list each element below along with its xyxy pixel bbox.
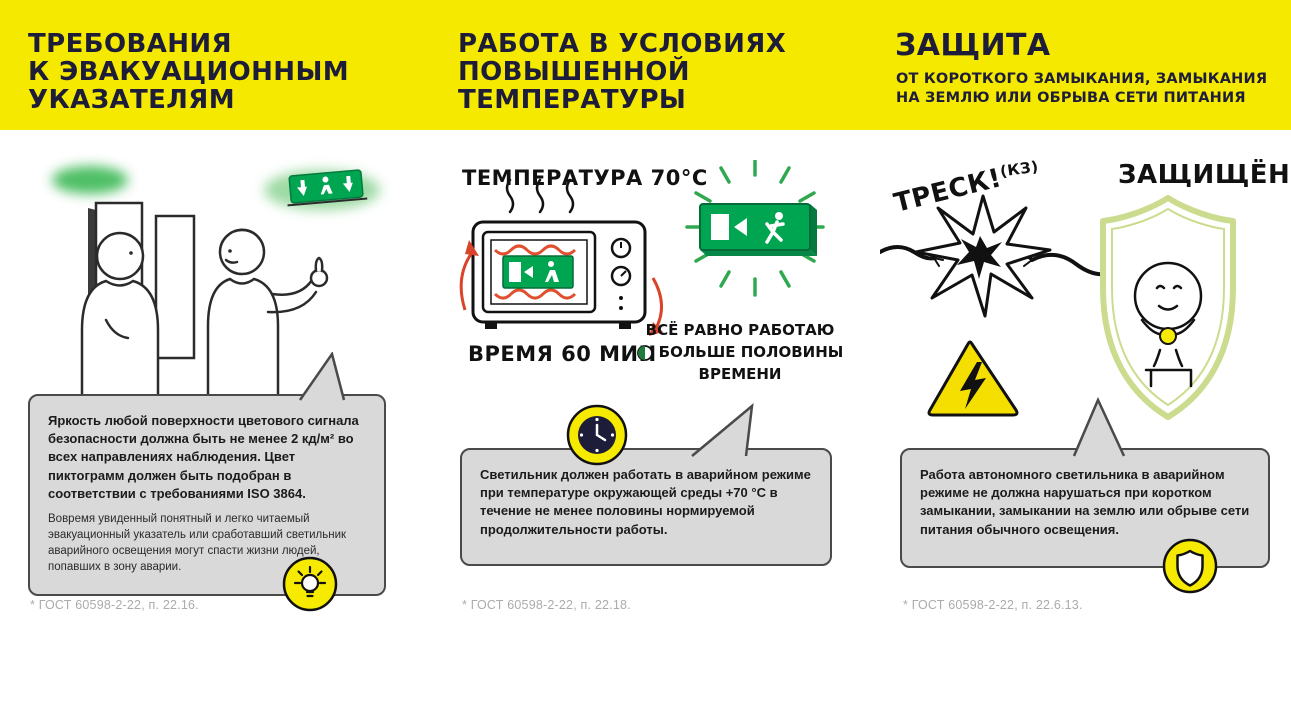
title-line: ТЕМПЕРАТУРЫ: [458, 85, 687, 116]
footnote-gost-2: * ГОСТ 60598-2-22, п. 22.18.: [462, 598, 631, 612]
footnote-gost-3: * ГОСТ 60598-2-22, п. 22.6.13.: [903, 598, 1083, 612]
protection-shield-icon: [1100, 195, 1236, 420]
temperature-label: ТЕМПЕРАТУРА 70°C: [462, 166, 708, 190]
title-line: УКАЗАТЕЛЯМ: [28, 85, 235, 116]
exit-sign: [287, 169, 368, 207]
exit-sign-in-microwave: [502, 255, 574, 289]
bubble2-tail: [691, 403, 754, 457]
caption-line3: ВРЕМЕНИ: [698, 364, 782, 383]
electric-warning-triangle-icon: [927, 340, 1019, 417]
red-arrows: [459, 240, 663, 336]
clock-icon: [566, 404, 628, 466]
still-working-caption: ВСЁ РАВНО РАБОТАЮ БОЛЬШЕ ПОЛОВИНЫ ВРЕМЕН…: [634, 320, 846, 385]
bubble-bold-text: Работа автономного светильника в аварийн…: [920, 467, 1250, 537]
person-right: [206, 228, 329, 398]
door-frames: [88, 201, 196, 360]
spark-star-icon: [914, 194, 1052, 318]
bubble-high-temperature: Светильник должен работать в аварийном р…: [460, 448, 832, 566]
subtitle-line: НА ЗЕМЛЮ ИЛИ ОБРЫВА СЕТИ ПИТАНИЯ: [896, 89, 1246, 106]
high-temperature-scene-illustration: [459, 160, 825, 336]
title-line: РАБОТА В УСЛОВИЯХ: [458, 29, 787, 59]
heat-squiggles: [505, 178, 575, 214]
time-label: ВРЕМЯ 60 МИН: [468, 342, 657, 366]
exit-sign-glowing: [685, 160, 825, 297]
column3-title: ЗАЩИТА: [895, 28, 1051, 63]
person-left: [80, 231, 160, 398]
bubble-regular-text: Вовремя увиденный понятный и легко читае…: [48, 512, 347, 573]
shield-icon: [1162, 538, 1218, 594]
bubble1-tail: [298, 352, 346, 401]
title-line: ПОВЫШЕННОЙ: [458, 57, 690, 88]
bubble3-tail: [1072, 396, 1126, 457]
microwave-illustration: [471, 220, 647, 329]
top-banner: [0, 0, 1291, 130]
title-line: ТРЕБОВАНИЯ: [28, 29, 232, 59]
column3-subtitle: ОТ КОРОТКОГО ЗАМЫКАНИЯ, ЗАМЫКАНИЯ НА ЗЕМ…: [896, 70, 1267, 108]
bubble-bold-text: Яркость любой поверхности цветового сигн…: [48, 413, 359, 501]
protected-character: [1133, 261, 1203, 388]
column1-title: ТРЕБОВАНИЯ К ЭВАКУАЦИОННЫМ УКАЗАТЕЛЯМ: [28, 30, 349, 114]
protected-label: ЗАЩИЩЁН: [1118, 160, 1291, 190]
caption-line1: ВСЁ РАВНО РАБОТАЮ: [645, 321, 835, 339]
title-line: К ЭВАКУАЦИОННЫМ: [28, 57, 350, 88]
bubble-bold-text: Светильник должен работать в аварийном р…: [480, 467, 811, 537]
footnote-gost-1: * ГОСТ 60598-2-22, п. 22.16.: [30, 598, 199, 612]
short-circuit-protection-scene: [880, 194, 1236, 420]
bubble-evacuation-requirements: Яркость любой поверхности цветового сигн…: [28, 394, 386, 596]
green-glow-blob: [52, 166, 128, 194]
lightbulb-icon: [282, 556, 338, 612]
evacuation-scene-illustration: [52, 166, 380, 398]
column2-title: РАБОТА В УСЛОВИЯХ ПОВЫШЕННОЙ ТЕМПЕРАТУРЫ: [458, 30, 786, 114]
half-circle-icon: [636, 344, 653, 361]
subtitle-line: ОТ КОРОТКОГО ЗАМЫКАНИЯ, ЗАМЫКАНИЯ: [896, 71, 1268, 87]
title-line: ЗАЩИТА: [895, 28, 1051, 63]
caption-line2: БОЛЬШЕ ПОЛОВИНЫ: [658, 342, 844, 361]
